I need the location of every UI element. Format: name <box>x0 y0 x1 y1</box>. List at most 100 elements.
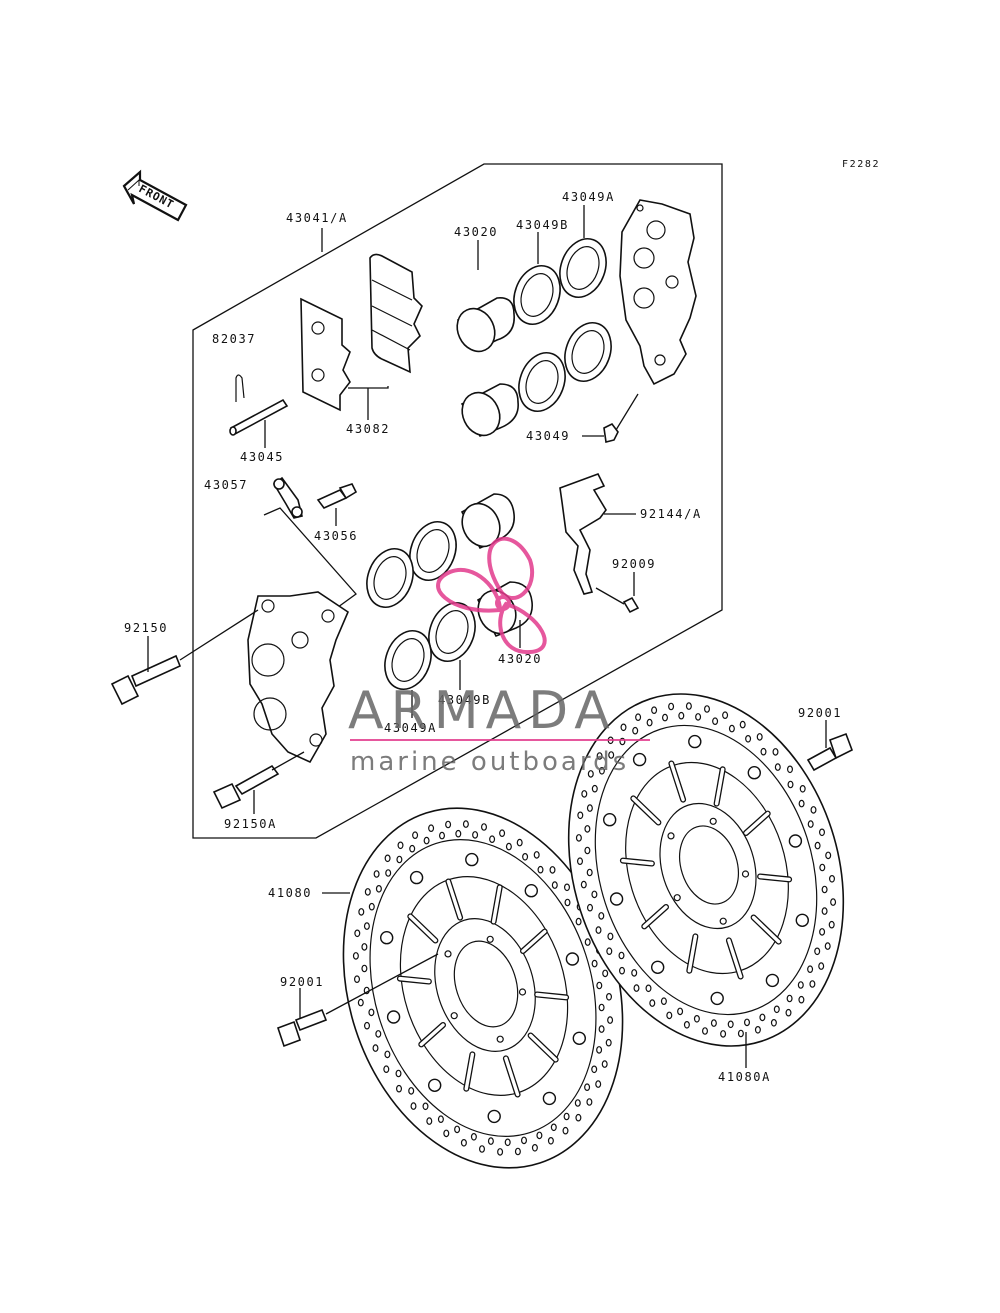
disc-floating-button <box>609 892 624 906</box>
leader-43082 <box>348 386 389 420</box>
disc-vent-hole <box>375 1030 382 1038</box>
disc-vent-hole <box>651 706 658 715</box>
disc-vent-hole <box>481 823 488 831</box>
disc-vent-hole <box>668 702 675 711</box>
disc-vent-hole <box>770 1018 777 1027</box>
label-43045: 43045 <box>240 450 284 464</box>
disc-spoke <box>528 1033 558 1062</box>
disc-vent-hole <box>373 870 380 878</box>
disc-vent-hole <box>772 748 779 756</box>
disc-vent-hole <box>384 854 391 863</box>
disc-vent-hole <box>549 866 556 874</box>
disc-vent-hole <box>536 1131 543 1140</box>
brake-disc-41080A <box>567 693 845 1047</box>
disc-vent-hole <box>472 831 479 839</box>
disc-vent-hole <box>745 734 752 743</box>
disc-vent-hole <box>598 912 605 920</box>
disc-floating-button <box>565 952 580 966</box>
disc-vent-hole <box>608 751 615 759</box>
pad-clip-82037 <box>235 374 245 402</box>
disc-vent-hole <box>786 765 793 774</box>
disc-vent-hole <box>531 1144 538 1152</box>
disc-vent-hole <box>683 1021 690 1029</box>
label-92009: 92009 <box>612 557 656 571</box>
disc-floating-button <box>524 884 538 898</box>
leader-92150 <box>147 609 259 672</box>
disc-vent-hole <box>703 705 710 713</box>
disc-vent-hole <box>470 1133 477 1141</box>
disc-vent-hole <box>591 890 598 899</box>
disc-vent-hole <box>385 869 392 877</box>
leader-92150A <box>253 751 305 814</box>
disc-vent-hole <box>497 1148 504 1156</box>
disc-vent-hole <box>693 1014 700 1023</box>
disc-vent-hole <box>807 820 814 828</box>
disc-vent-hole <box>479 1145 486 1153</box>
disc-floating-button <box>487 1109 501 1124</box>
disc-spoke <box>642 905 668 929</box>
disc-vent-hole <box>580 880 587 889</box>
disc-vent-hole <box>824 942 831 950</box>
disc-vent-hole <box>737 1029 744 1038</box>
disc-floating-button <box>651 960 665 974</box>
disc-spoke <box>408 914 438 943</box>
disc-vent-hole <box>618 951 625 960</box>
disc-spoke <box>419 1023 445 1047</box>
disc-vent-hole <box>375 884 382 893</box>
armada-logo-icon <box>436 536 547 655</box>
watermark-tagline: marine outboards <box>350 747 629 777</box>
disc-floating-button <box>572 1031 586 1046</box>
disc-spoke <box>631 796 661 825</box>
disc-floating-button <box>465 852 479 867</box>
disc-vent-hole <box>798 995 805 1004</box>
disc-vent-hole <box>598 1025 605 1033</box>
disc-vent-hole <box>586 804 593 812</box>
disc-vent-hole <box>368 1008 375 1017</box>
disc-vent-hole <box>587 770 594 778</box>
disc-spoke <box>727 938 743 979</box>
disc-vent-hole <box>598 1003 605 1012</box>
piston-lower-1 <box>460 493 515 550</box>
disc-vent-hole <box>591 784 598 793</box>
disc-vent-hole <box>564 898 571 907</box>
disc-vent-hole <box>606 947 613 956</box>
piston-upper-1 <box>456 297 515 353</box>
disc-vent-hole <box>645 984 652 993</box>
disc-vent-hole <box>358 908 365 916</box>
disc-vent-hole <box>773 1005 780 1014</box>
disc-vent-hole <box>410 1102 417 1110</box>
disc-vent-hole <box>828 920 835 929</box>
disc-vent-hole <box>591 959 598 968</box>
disc-vent-hole <box>443 1129 450 1138</box>
disc-vent-hole <box>563 883 570 892</box>
disc-vent-hole <box>712 717 719 726</box>
disc-vent-hole <box>739 720 746 729</box>
disc-floating-button <box>386 1010 401 1024</box>
caliper-half-inner <box>247 591 349 764</box>
disc-vent-hole <box>809 980 816 988</box>
disc-mount-hole <box>709 817 717 825</box>
disc-vent-hole <box>396 1084 403 1093</box>
disc-vent-hole <box>607 1016 614 1024</box>
disc-vent-hole <box>821 907 828 915</box>
disc-vent-hole <box>818 828 825 837</box>
disc-vent-hole <box>605 1038 612 1047</box>
disc-vent-hole <box>596 1046 603 1054</box>
label-43020-mid: 43020 <box>498 652 542 666</box>
disc-spoke <box>669 761 685 802</box>
disc-vent-hole <box>618 966 625 975</box>
disc-mount-hole <box>496 1035 504 1043</box>
disc-mount-hole <box>673 894 681 902</box>
disc-vent-hole <box>620 723 627 732</box>
disc-vent-hole <box>562 1126 569 1135</box>
disc-floating-button <box>710 991 724 1006</box>
disc-vent-hole <box>666 1011 673 1020</box>
seal-lower-4 <box>384 630 432 690</box>
disc-vent-hole <box>437 1115 444 1124</box>
disc-vent-hole <box>660 997 667 1006</box>
disc-vent-hole <box>383 1065 390 1074</box>
seal-43049A-upper-2 <box>564 322 612 382</box>
disc-vent-hole <box>354 929 361 938</box>
disc-vent-hole <box>537 865 544 874</box>
